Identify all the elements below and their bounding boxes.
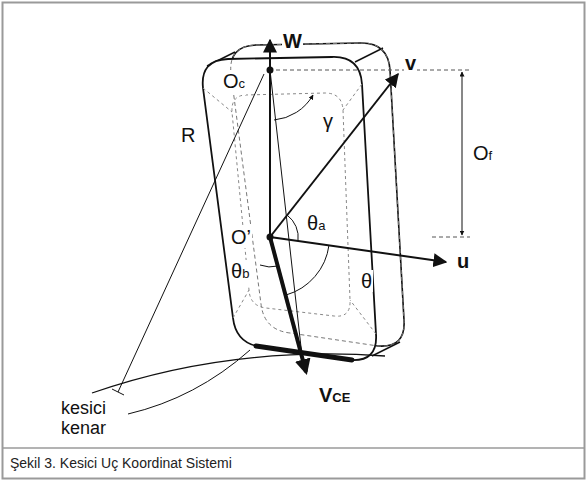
angle-label: θa [306,212,326,237]
dimension-label: Of [472,142,493,167]
caption-separator [2,447,585,449]
angle-label: γ [322,110,334,132]
axis-label: v [404,52,417,74]
v-axis [270,74,398,237]
vector-label: VCE [318,384,351,409]
point-o-prime [267,234,274,241]
reference-line [270,70,302,356]
theta-a-arc [287,215,298,241]
point-label: O’ [230,226,252,248]
figure-caption: Şekil 3. Kesici Uç Koordinat Sistemi [10,454,232,472]
angle-label: θb [230,260,250,285]
insert-edge [355,48,383,62]
dimension-label: R [180,124,196,146]
extension-line [276,70,470,71]
radius-line [118,74,264,392]
chamfer-outline [350,300,376,334]
leader-line [128,350,250,414]
theta-arc [286,245,329,295]
gamma-arc [274,95,313,120]
radius-tick [112,389,124,395]
angle-label: θ [360,270,373,292]
hidden-edge [231,43,404,346]
chamfer-outline [233,290,249,318]
part-label: kesici kenar [60,398,132,438]
extension-line [432,237,470,238]
vce-vector [270,237,306,372]
axis-label: u [456,250,470,272]
chamfer-outline [343,84,362,110]
dimension-line [462,72,463,235]
u-axis [270,237,446,262]
theta-b-arc [260,265,278,267]
axis-label: W [282,30,303,52]
point-oc [267,67,274,74]
point-label: Oc [222,70,246,95]
figure-frame [3,3,585,479]
